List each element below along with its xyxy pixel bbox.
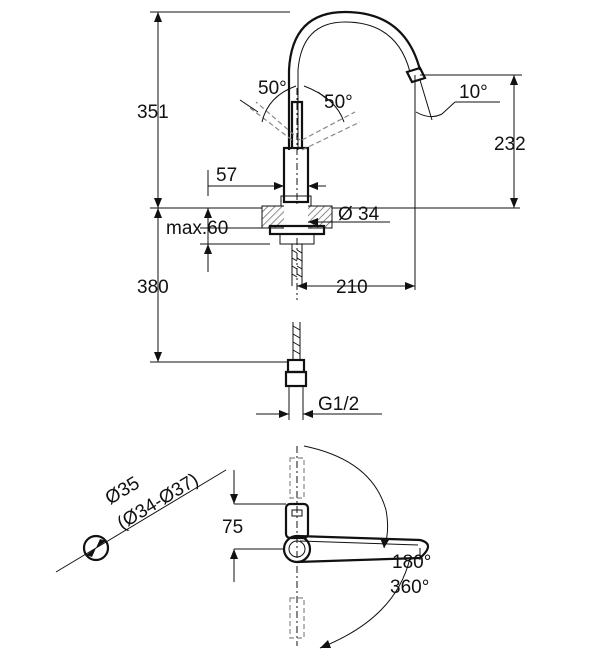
label-351: 351	[137, 102, 169, 123]
label-232: 232	[494, 134, 526, 155]
dim-57: 57	[207, 165, 326, 196]
label-g12: G1/2	[318, 394, 359, 415]
dim-210: 210	[297, 277, 415, 298]
dim-232: 232	[420, 74, 526, 208]
supply-hose	[284, 322, 308, 420]
dim-lever-angles: 50° 50°	[239, 78, 353, 123]
dim-o34: Ø 34	[308, 204, 390, 226]
label-50deg-left: 50°	[258, 78, 287, 99]
dim-10deg: 10°	[414, 75, 500, 290]
label-50deg-right: 50°	[324, 92, 353, 113]
label-180deg: 180°	[392, 552, 431, 573]
label-380: 380	[137, 277, 169, 298]
label-360deg: 360°	[390, 577, 429, 598]
label-57: 57	[216, 165, 237, 186]
dim-g12: G1/2	[256, 394, 382, 418]
dim-351: 351	[137, 11, 290, 208]
lever-handle	[290, 100, 304, 148]
label-75: 75	[222, 517, 243, 538]
label-max60: max.60	[166, 218, 228, 239]
spout	[287, 10, 422, 150]
top-view: Ø35 (Ø34-Ø37) 180° 360° 75	[55, 445, 431, 649]
side-view	[249, 10, 427, 420]
label-210: 210	[336, 277, 368, 298]
label-10deg: 10°	[459, 82, 488, 103]
cutout-hole	[82, 534, 110, 562]
faucet-body	[282, 146, 310, 204]
dim-380: 380	[137, 208, 288, 363]
dim-max60: max.60	[166, 208, 270, 272]
label-o34: Ø 34	[338, 204, 380, 225]
dim-75: 75	[222, 470, 286, 582]
